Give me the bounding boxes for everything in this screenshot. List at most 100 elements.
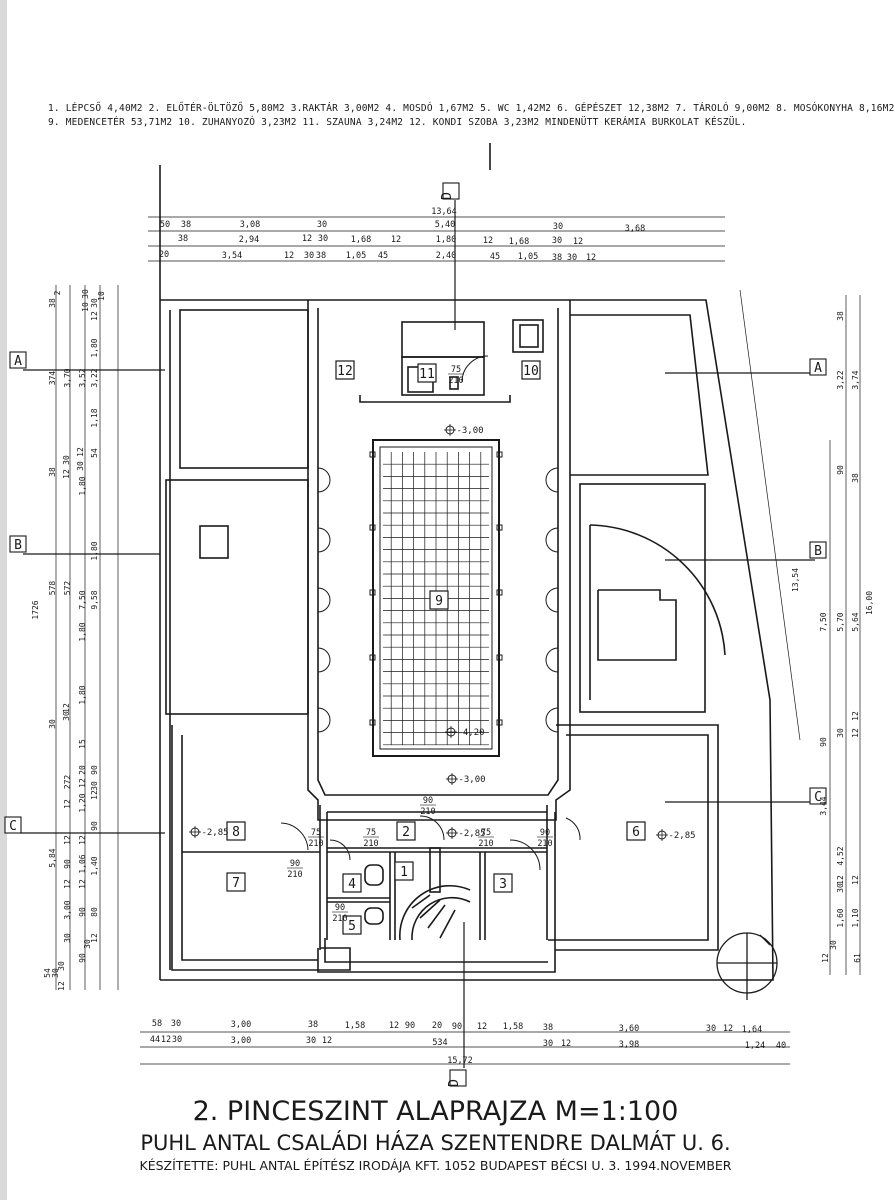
dimension-value: 1,68 (509, 237, 529, 247)
room-number-label: 8 (232, 825, 240, 840)
dimension-value: 16,00 (865, 591, 874, 615)
dimension-value: 38 (543, 1023, 553, 1033)
dimension-value: 12 (284, 251, 294, 261)
dimension-value: 1,10 (851, 908, 860, 927)
dimension-value: 3,44 (819, 796, 828, 815)
dimension-value: 30 (63, 933, 72, 943)
level-value: -3,00 (456, 426, 483, 436)
paper-binding-edge (0, 0, 7, 1200)
dimension-value: 1,80 (78, 685, 87, 704)
door-width: 90 (423, 796, 433, 806)
dimension-value: 12 (76, 447, 85, 457)
dimension-value: 90 (836, 465, 845, 475)
section-letter: B (814, 544, 822, 559)
dimension-value: 90 (405, 1021, 415, 1031)
dimension-value: 272 (63, 775, 72, 790)
level-marker: -4,20 (445, 726, 485, 738)
dimension-value: 578 (48, 581, 57, 596)
dimension-value: 61 (853, 953, 862, 963)
room-6: 6 (626, 821, 646, 841)
dimension-value: 12 (477, 1022, 487, 1032)
dimension-value: 30 (706, 1024, 716, 1034)
dimension-value: 534 (432, 1038, 447, 1048)
dimension-value: 30 (62, 455, 71, 465)
level-value: -2,85 (458, 829, 485, 839)
section-marker-a-right: A (809, 358, 827, 376)
dimension-value: 2,40 (436, 251, 456, 261)
dimension-value: 374 (48, 371, 57, 386)
dimension-value: 3,60 (619, 1024, 639, 1034)
room-9: 9 (429, 590, 449, 610)
dimension-value: 13,64 (431, 207, 457, 217)
dimension-value: 12 (836, 875, 845, 885)
dimension-value: 15 (78, 739, 87, 749)
room-4: 4 (342, 873, 362, 893)
dimension-value: 12 (586, 253, 596, 263)
dimension-value: 30 (48, 719, 57, 729)
section-letter: A (814, 361, 822, 376)
dimension-value: 38 (48, 467, 57, 477)
section-letter: D (447, 1079, 462, 1087)
section-letter: B (14, 538, 22, 553)
dimension-value: 3,00 (63, 900, 72, 919)
section-letter: C (814, 790, 822, 805)
dimension-value: 38 (181, 220, 191, 230)
door-height: 210 (287, 870, 302, 880)
dimension-value: 30 (90, 781, 99, 791)
dimension-value: 90 (90, 765, 99, 775)
room-11: 11 (417, 363, 437, 383)
dimension-value: 1,80 (90, 541, 99, 560)
dimension-value: 1,64 (742, 1025, 762, 1035)
dimension-value: 1,18 (90, 408, 99, 427)
dimension-value: 572 (63, 581, 72, 596)
dimension-value: 12 (391, 235, 401, 245)
room-number-label: 7 (232, 876, 240, 891)
dimension-value: 30 (306, 1036, 316, 1046)
dimension-value: 1,68 (351, 235, 371, 245)
room-number-label: 3 (499, 877, 507, 892)
dimension-value: 38 (851, 473, 860, 483)
dimension-value: 3,22 (90, 368, 99, 387)
dimension-value: 38 (836, 311, 845, 321)
dimension-value: 12 (57, 981, 66, 991)
level-marker: -3,00 (444, 424, 484, 436)
dimension-value: 12 (851, 728, 860, 738)
dimension-value: 12 (90, 790, 99, 800)
dimension-value: 1,80 (78, 476, 87, 495)
room-3: 3 (493, 873, 513, 893)
level-marker: -2,85 (189, 826, 229, 838)
room-10: 10 (521, 360, 541, 380)
dimension-value: 30 (836, 728, 845, 738)
room-number-label: 2 (402, 825, 410, 840)
dimension-value: 44 (150, 1035, 160, 1045)
dimension-value: 20 (159, 250, 169, 260)
dimension-value: 12 (78, 835, 87, 845)
dimension-value: 3,70 (63, 368, 72, 387)
dimension-value: 12 (90, 933, 99, 943)
room-2: 2 (396, 821, 416, 841)
door-width: 75 (451, 365, 461, 375)
room-number-label: 6 (632, 825, 640, 840)
author-credit: KÉSZÍTETTE: PUHL ANTAL ÉPÍTÉSZ IRODÁJA K… (139, 1158, 732, 1173)
door-height: 210 (537, 839, 552, 849)
dimension-value: 12 (78, 879, 87, 889)
dimension-value: 9,58 (90, 590, 99, 609)
level-marker: -2,85 (656, 829, 696, 841)
dimension-value: 5,64 (851, 612, 860, 631)
dimension-value: 12 (161, 1035, 171, 1045)
dimension-value: 30 (543, 1039, 553, 1049)
dimension-value: 5,70 (836, 612, 845, 631)
dimension-value: 30 (317, 220, 327, 230)
dimension-value: 3,00 (231, 1020, 251, 1030)
dimension-value: 38 (178, 234, 188, 244)
dimension-value: 1,60 (836, 908, 845, 927)
section-marker-b-left: B (9, 535, 27, 553)
door-swings (280, 355, 581, 871)
section-marker-c-right: C (809, 787, 827, 805)
section-letter: A (14, 354, 22, 369)
dimension-value: 15,72 (447, 1056, 473, 1066)
